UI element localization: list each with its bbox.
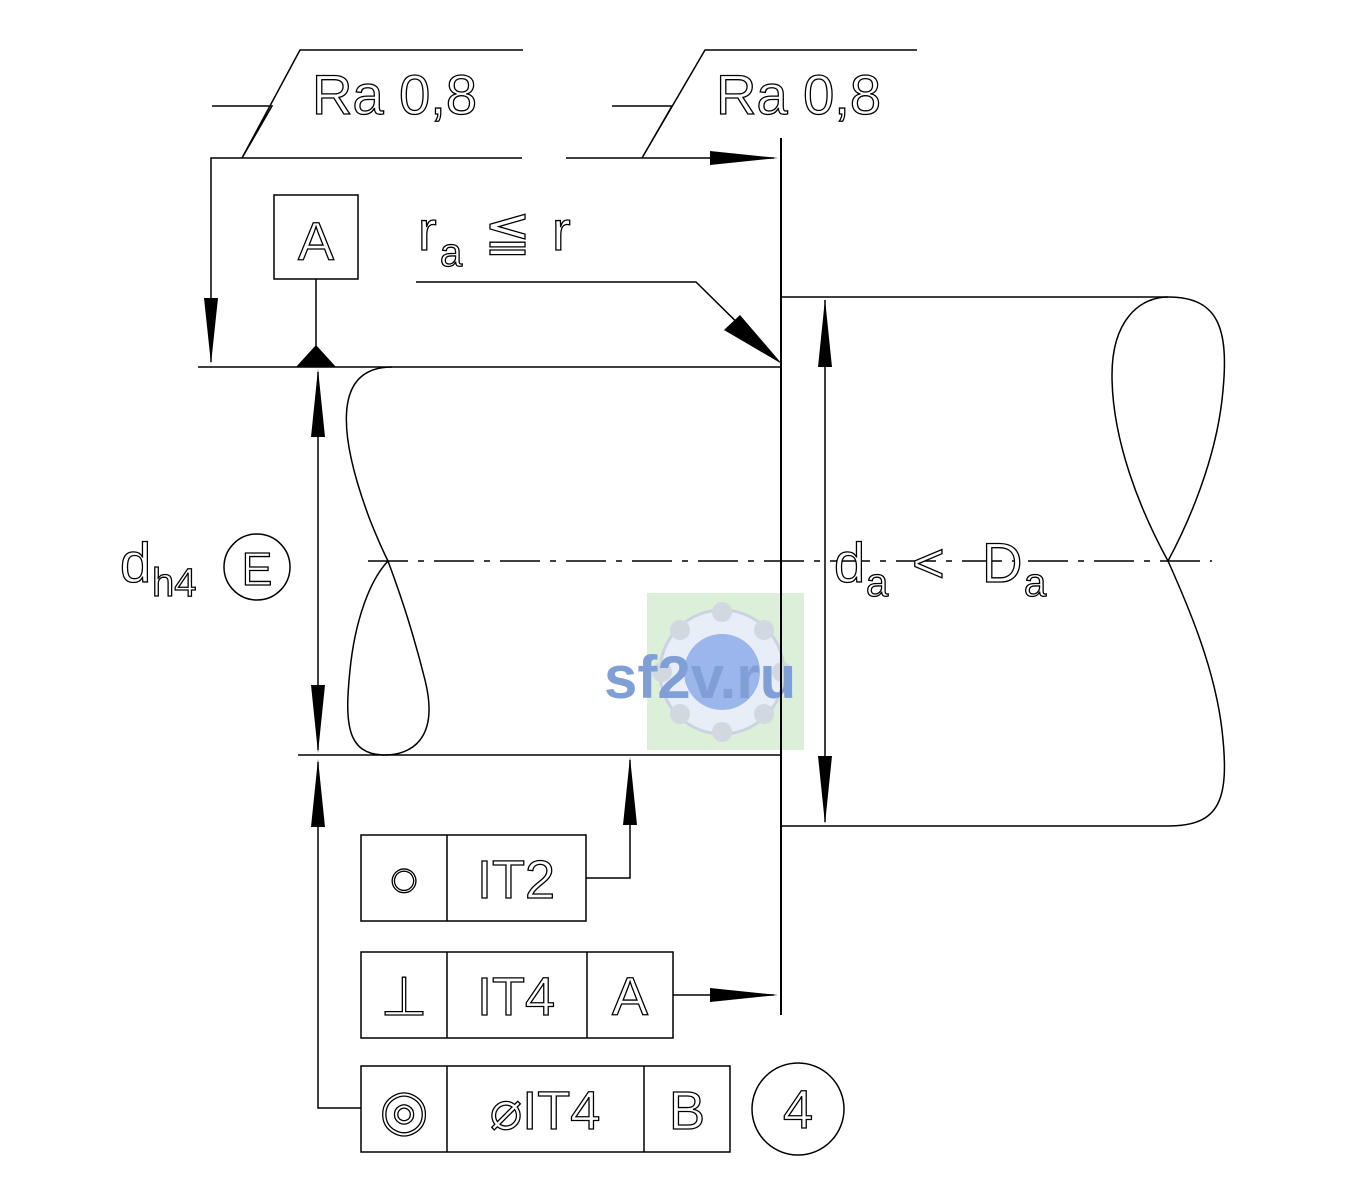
roughness-symbol-left: Ra 0,8 bbox=[212, 49, 523, 159]
radius-relation: ≦ bbox=[484, 199, 531, 262]
bearing-inner-ring-icon bbox=[684, 634, 760, 710]
envelope-symbol: E bbox=[242, 543, 273, 595]
shaft-dim-sub: h4 bbox=[152, 561, 197, 605]
perpendicularity-tolerance-frame: ⊥ IT4 A bbox=[360, 951, 778, 1039]
radius-r-sub: a bbox=[440, 231, 463, 275]
housing-d-sub: a bbox=[866, 561, 889, 605]
housing-d-main: d bbox=[834, 531, 865, 594]
watermark: sf2v.ru bbox=[604, 593, 804, 750]
datum-triangle-icon bbox=[296, 345, 336, 367]
radius-r-right: r bbox=[552, 199, 571, 262]
arrowhead-icon bbox=[311, 759, 325, 827]
roughness-right-label: Ra 0,8 bbox=[716, 63, 881, 126]
roundness-symbol-icon: ○ bbox=[388, 849, 421, 909]
envelope-circle-icon bbox=[223, 533, 291, 601]
datum-a-box: A bbox=[273, 194, 359, 367]
coaxiality-tolerance-frame: ◎ ⌀IT4 B 4 bbox=[311, 759, 845, 1156]
perpendicularity-symbol-icon: ⊥ bbox=[380, 967, 427, 1027]
shaft-diameter-dimension: d h4 E bbox=[119, 369, 325, 753]
shaft-outline bbox=[198, 366, 781, 756]
arrowhead-icon bbox=[818, 299, 832, 367]
arrowhead-icon bbox=[204, 298, 218, 364]
arrowhead-icon bbox=[710, 151, 778, 165]
arrowhead-icon bbox=[311, 685, 325, 753]
housing-D-main: D bbox=[982, 531, 1022, 594]
roundness-value: IT2 bbox=[477, 850, 555, 910]
watermark-text: sf2v.ru bbox=[604, 644, 796, 711]
radius-r-main: r bbox=[418, 199, 437, 262]
arrowhead-icon bbox=[710, 988, 778, 1002]
roughness-leader-left bbox=[210, 157, 522, 362]
arrowhead-icon bbox=[724, 315, 782, 364]
arrowhead-icon bbox=[818, 756, 832, 824]
coaxiality-symbol-icon: ◎ bbox=[380, 1078, 429, 1141]
shaft-dim-main: d bbox=[120, 531, 151, 594]
housing-relation: < bbox=[912, 531, 945, 594]
perpendicularity-datum: A bbox=[612, 967, 648, 1027]
roughness-left-label: Ra 0,8 bbox=[312, 63, 477, 126]
housing-diameter-dimension: d a < D a bbox=[818, 299, 1048, 824]
roughness-symbol-right: Ra 0,8 bbox=[612, 49, 917, 159]
arrowhead-icon bbox=[623, 757, 637, 825]
roundness-tolerance-frame: ○ IT2 bbox=[360, 757, 637, 922]
arrowhead-icon bbox=[311, 369, 325, 437]
coaxiality-note: 4 bbox=[783, 1080, 813, 1140]
radius-note: r a ≦ r bbox=[416, 198, 782, 364]
coaxiality-value: ⌀IT4 bbox=[490, 1081, 601, 1141]
perpendicularity-value: IT4 bbox=[477, 967, 555, 1027]
note-circle-icon bbox=[751, 1062, 845, 1156]
datum-a-label: A bbox=[298, 212, 334, 272]
coaxiality-datum: B bbox=[669, 1081, 705, 1141]
housing-D-sub: a bbox=[1024, 561, 1047, 605]
